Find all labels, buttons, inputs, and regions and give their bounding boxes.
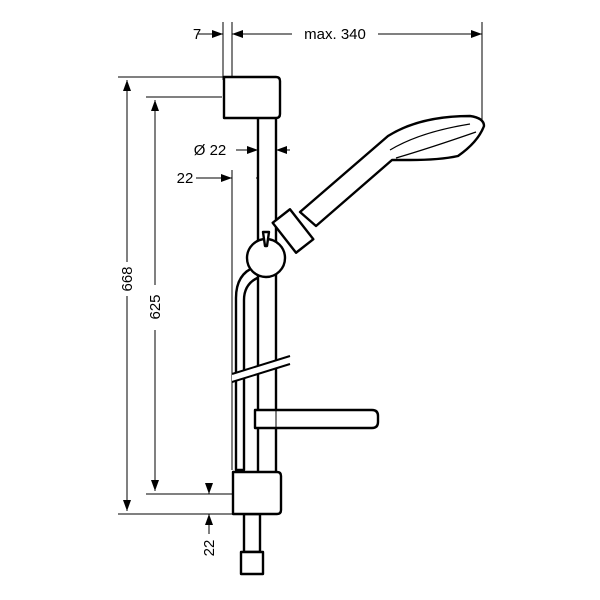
dim-reach: max. 340 <box>304 26 366 43</box>
dimension-labels: 7 max. 340 Ø 22 22 668 625 22 <box>119 26 366 556</box>
hand-shower <box>271 114 486 254</box>
dim-bottom-overhang: 22 <box>201 540 218 557</box>
dim-offset-top: 7 <box>193 26 201 43</box>
rail-slider <box>245 230 287 279</box>
soap-dish <box>253 408 380 430</box>
hand-shower-body <box>298 114 486 228</box>
shower-rail <box>256 108 278 488</box>
shower-holder <box>271 208 315 254</box>
break-marks <box>231 355 291 383</box>
dim-overall-height: 668 <box>119 266 136 291</box>
bottom-wall-bracket <box>231 470 283 516</box>
dim-rail-offset: 22 <box>177 170 194 187</box>
dimension-lines <box>118 22 483 534</box>
wall-brackets <box>222 75 283 516</box>
dimension-arrowheads <box>123 30 482 525</box>
top-wall-bracket <box>222 75 282 120</box>
dim-rail-diameter: Ø 22 <box>194 142 227 159</box>
dim-bracket-spacing: 625 <box>147 294 164 319</box>
